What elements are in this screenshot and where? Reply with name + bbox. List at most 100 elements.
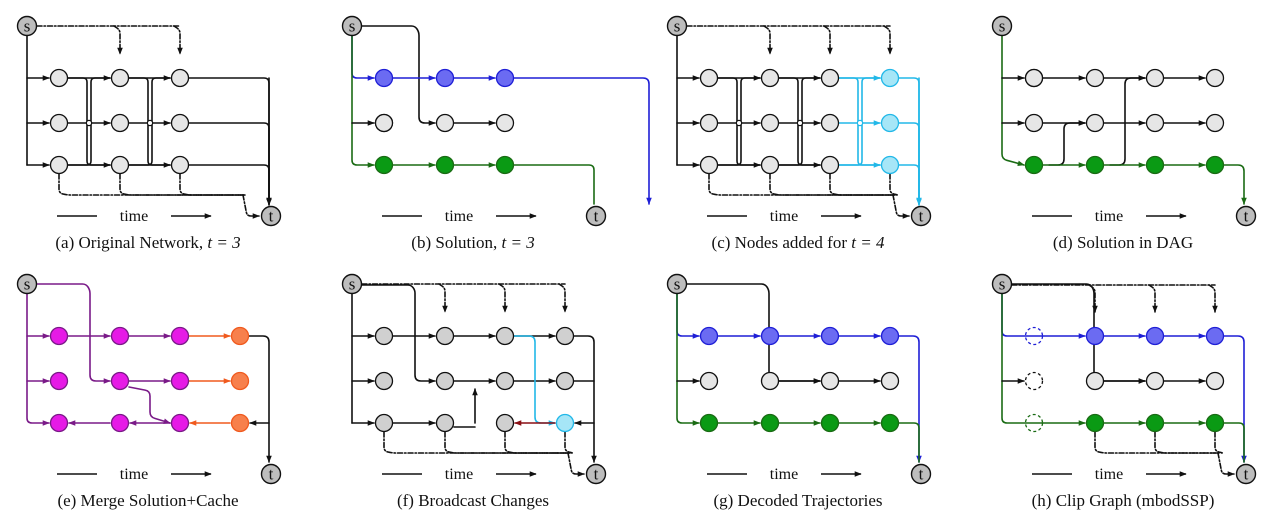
edge	[708, 173, 896, 196]
graph-node	[820, 413, 840, 433]
panel-caption: (c) Nodes added for t = 4	[712, 233, 885, 252]
clipped-node	[1024, 326, 1044, 346]
edge	[898, 77, 920, 205]
graph-node	[170, 113, 190, 133]
graph-node	[699, 413, 719, 433]
sink-node	[1235, 463, 1257, 485]
edge	[1088, 284, 1098, 313]
graph-node	[1085, 413, 1105, 433]
caption-math: t = 4	[851, 233, 885, 252]
sink-label: t	[594, 207, 599, 226]
edge	[1148, 284, 1158, 313]
graph-node	[820, 113, 840, 133]
edge	[1223, 422, 1245, 463]
graph-node	[495, 155, 515, 175]
graph-node	[49, 68, 69, 88]
edge	[361, 25, 436, 126]
caption-text: (g) Decoded Trajectories	[713, 491, 882, 510]
edge	[26, 293, 50, 426]
sink-label: t	[919, 207, 924, 226]
graph-node	[435, 326, 455, 346]
edge	[1217, 452, 1235, 477]
edge	[1094, 431, 1221, 454]
graph-node	[435, 113, 455, 133]
graph-node	[880, 113, 900, 133]
crossing-mark	[796, 119, 804, 127]
time-axis-label: time	[1095, 208, 1123, 225]
edge	[1001, 35, 1025, 167]
graph-node	[880, 413, 900, 433]
edge	[1001, 293, 1086, 339]
caption-text: (c) Nodes added for	[712, 233, 852, 252]
sink-node	[260, 205, 282, 227]
graph-node	[374, 113, 394, 133]
edge	[119, 173, 246, 196]
graph-node	[1205, 113, 1225, 133]
graph-node	[880, 68, 900, 88]
graph-node	[495, 113, 515, 133]
time-axis-label: time	[120, 466, 148, 483]
edge	[898, 335, 922, 463]
graph-node	[170, 413, 190, 433]
edge	[829, 173, 896, 196]
graph-node	[1024, 113, 1044, 133]
graph-node	[1145, 113, 1165, 133]
edge	[188, 122, 270, 205]
sink-label: t	[594, 465, 599, 484]
graph-node	[374, 68, 394, 88]
sink-label: t	[919, 465, 924, 484]
source-node	[666, 273, 688, 295]
source-label: s	[24, 17, 31, 36]
panel-caption: (e) Merge Solution+Cache	[57, 491, 238, 510]
graph-node	[110, 155, 130, 175]
time-axis-label: time	[445, 208, 473, 225]
panel-caption: (f) Broadcast Changes	[397, 491, 549, 510]
graph-node	[1145, 326, 1165, 346]
sink-node	[910, 205, 932, 227]
graph-node	[555, 413, 575, 433]
sink-label: t	[269, 465, 274, 484]
edge	[1011, 283, 1146, 384]
graph-node	[495, 68, 515, 88]
graph-node	[435, 155, 455, 175]
edge	[769, 173, 896, 196]
edge	[883, 25, 893, 55]
edge	[128, 386, 171, 424]
graph-node	[49, 371, 69, 391]
source-node	[991, 273, 1013, 295]
graph-node	[1085, 326, 1105, 346]
graph-node	[880, 155, 900, 175]
sink-node	[910, 463, 932, 485]
graph-node	[110, 326, 130, 346]
graph-node	[1145, 155, 1165, 175]
graph-node	[820, 371, 840, 391]
edge	[113, 25, 123, 55]
graph-node	[699, 371, 719, 391]
edge	[567, 452, 585, 477]
sink-label: t	[269, 207, 274, 226]
edge	[1154, 431, 1221, 454]
panel-caption: (a) Original Network, t = 3	[55, 233, 240, 252]
caption-text: (a) Original Network,	[55, 233, 207, 252]
edge	[36, 283, 111, 384]
graph-node	[699, 68, 719, 88]
graph-node	[1145, 413, 1165, 433]
caption-math: t = 3	[207, 233, 240, 252]
clipped-node	[1024, 371, 1044, 391]
source-label: s	[349, 17, 356, 36]
edge	[58, 173, 246, 196]
edge	[1223, 164, 1247, 205]
graph-node	[49, 155, 69, 175]
source-node	[16, 273, 38, 295]
edge	[898, 422, 920, 463]
graph-node	[110, 413, 130, 433]
caption-text: (e) Merge Solution+Cache	[57, 491, 238, 510]
graph-node	[374, 326, 394, 346]
edge	[351, 35, 375, 81]
source-label: s	[999, 17, 1006, 36]
edge	[676, 293, 700, 426]
edge	[898, 164, 922, 205]
